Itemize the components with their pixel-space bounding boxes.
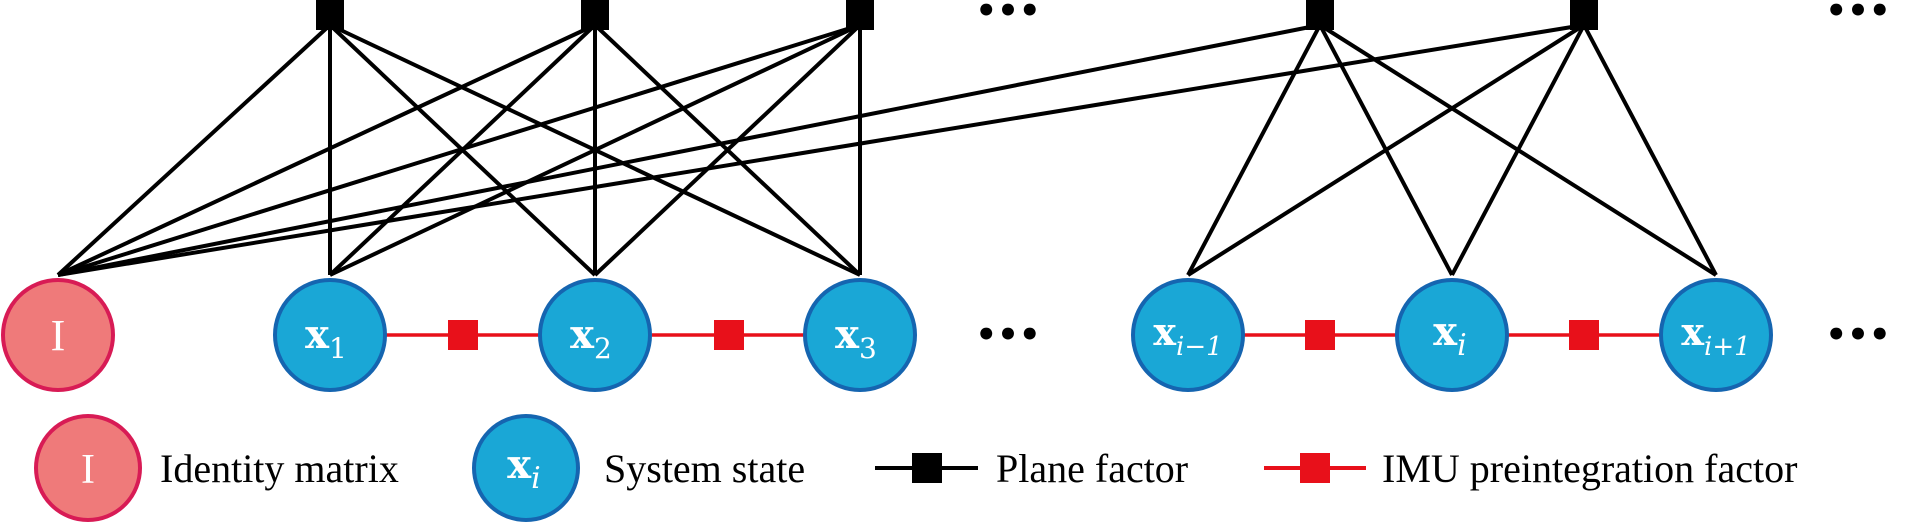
ellipsis-row-right: ••• [1825,315,1890,355]
imu-factors [448,320,1599,350]
plane-factor-square [1306,0,1334,30]
plane-edge [593,23,862,277]
legend-state-swatch [472,414,580,522]
plane-factor-square [1570,0,1598,30]
plane-edge [1186,23,1586,277]
svg-text:x1: x1 [305,311,347,365]
identity-node: I [1,278,115,392]
svg-text:xi: xi [507,441,540,496]
legend-identity-symbol: I [81,447,95,493]
plane-factor-square [581,0,609,30]
state-node-xi: xi [1395,278,1509,392]
plane-factor-square [316,0,344,30]
plane-factors [316,0,1598,30]
state-node-sub: 1 [329,332,347,365]
legend-imu-label: IMU preintegration factor [1382,446,1797,491]
svg-text:xi+1: xi+1 [1681,309,1750,362]
state-node-x1: x1 [273,278,387,392]
legend-identity: I Identity matrix [34,414,399,522]
plane-edge [57,23,1321,277]
state-node-xi-plus-1: xi+1 [1659,278,1773,392]
legend-state-label: System state [604,446,805,491]
state-node-x2: x2 [538,278,652,392]
state-node-base: x [1681,309,1704,354]
plane-edge [57,23,861,277]
legend-identity-label: Identity matrix [160,446,399,491]
imu-factor-square [1569,320,1599,350]
legend-identity-swatch [34,414,142,522]
plane-edge [1450,24,1586,276]
state-node-sub: 3 [859,332,877,365]
plane-edge [56,23,332,277]
legend-imu-square [1300,453,1330,483]
plane-edge [57,23,1585,277]
identity-node-label: I [51,311,66,360]
state-node-xi-minus-1: xi−1 [1131,278,1245,392]
ellipsis-top-right: ••• [1825,0,1890,31]
plane-edge [1582,24,1718,276]
plane-edge [57,23,596,277]
state-node-sub: i+1 [1704,332,1751,362]
imu-factor-square [1305,320,1335,350]
legend-plane-label: Plane factor [996,446,1188,491]
svg-text:x3: x3 [835,311,877,365]
state-node-sub: 2 [594,332,612,365]
state-node-sub: i−1 [1176,332,1223,362]
legend: I Identity matrix xi System state Plane … [34,414,1797,522]
ellipsis-row-middle: ••• [975,315,1040,355]
legend-state-symbol-base: x [507,441,532,488]
plane-factor-square [846,0,874,30]
state-node-x3: x3 [803,278,917,392]
plane-edge [329,23,861,277]
legend-state: xi System state [472,414,805,522]
state-node-base: x [835,311,860,358]
plane-edge [1186,24,1322,276]
state-node-base: x [305,311,330,358]
state-node-sub: i [1457,328,1467,363]
imu-factor-square [714,320,744,350]
legend-plane: Plane factor [875,446,1188,491]
imu-factor-square [448,320,478,350]
svg-text:xi−1: xi−1 [1153,309,1222,362]
state-node-base: x [570,311,595,358]
legend-state-symbol-sub: i [531,461,541,496]
svg-text:xi: xi [1433,308,1466,363]
state-node-base: x [1433,308,1458,355]
legend-plane-square [912,453,942,483]
legend-imu: IMU preintegration factor [1264,446,1797,491]
plane-factor-edges [56,23,1718,277]
state-node-base: x [1153,309,1176,354]
ellipsis-top-middle: ••• [975,0,1040,31]
svg-text:x2: x2 [570,311,612,365]
